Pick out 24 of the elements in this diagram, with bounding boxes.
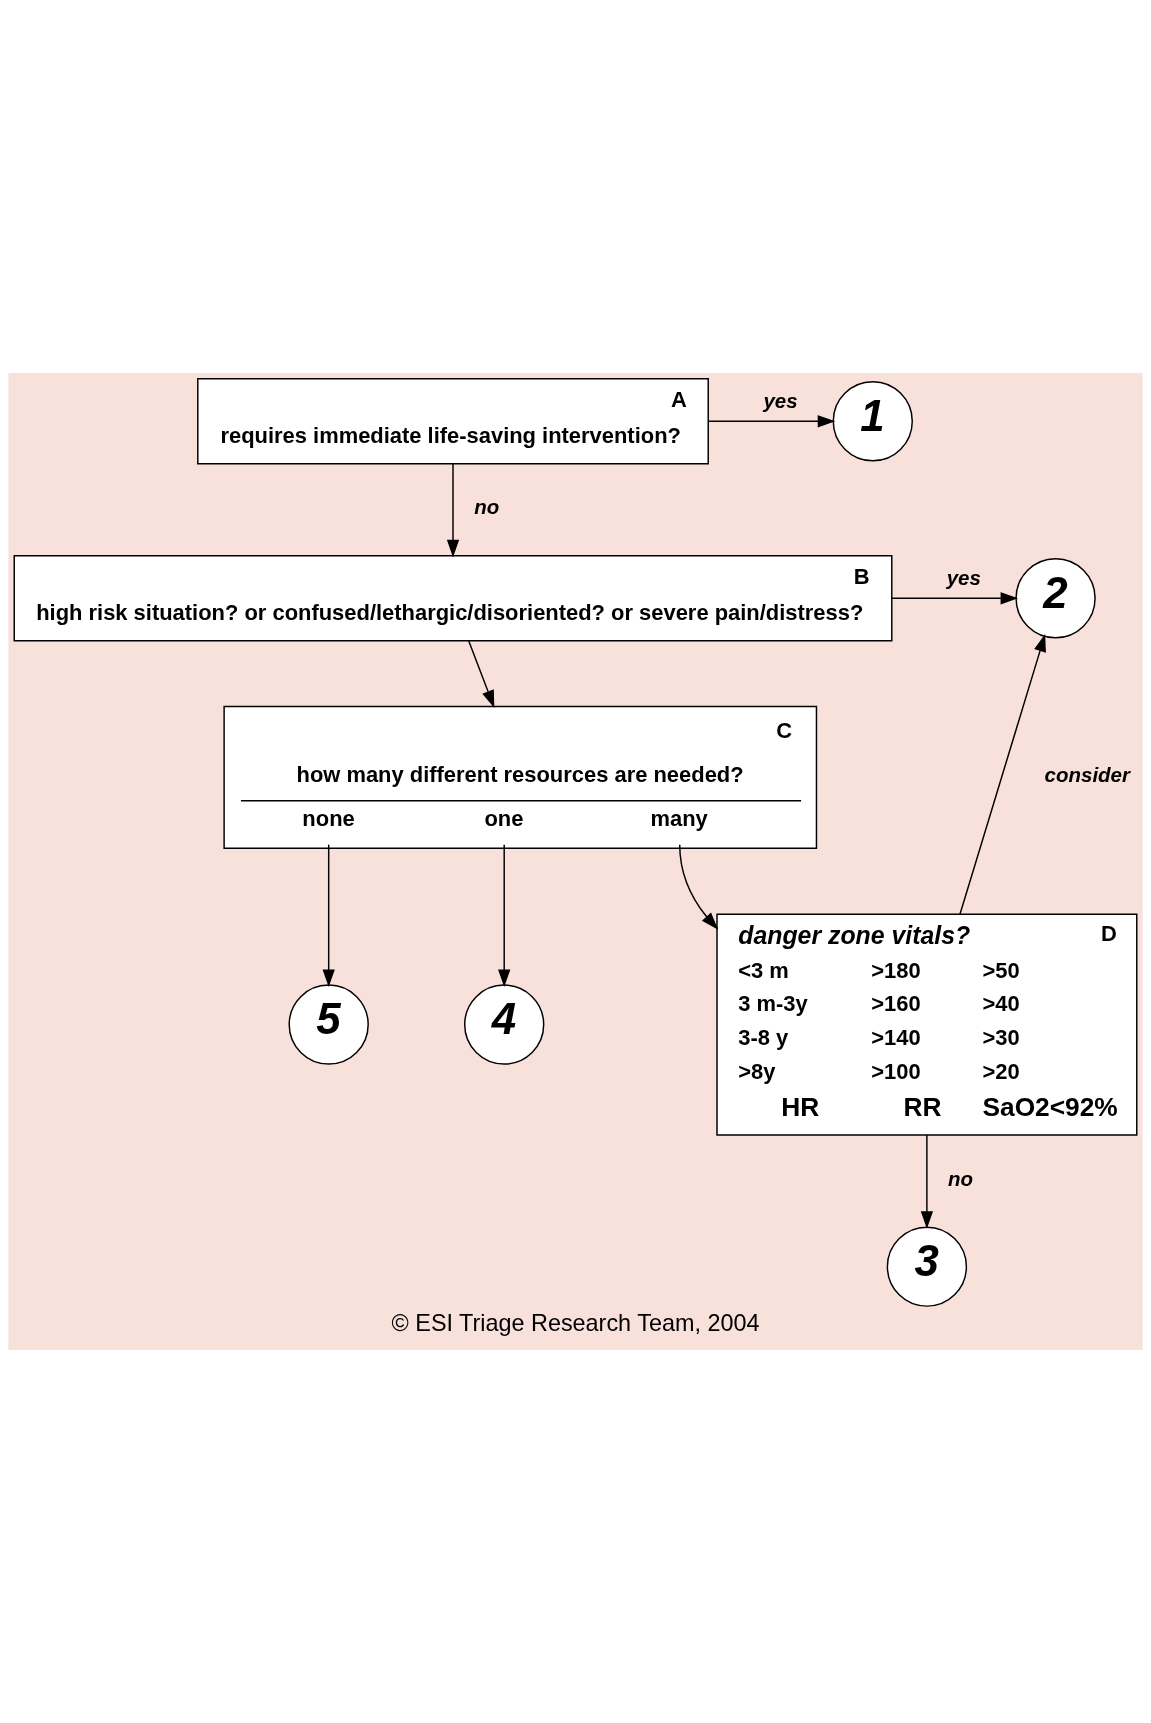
caption: © ESI Triage Research Team, 2004 (391, 1309, 760, 1336)
arrow (322, 843, 335, 988)
node-circle: 1 (832, 381, 913, 462)
node-box: A requires immediate life-saving intervention? (197, 378, 709, 465)
node-box: danger zone vitals? D <3 m >180 >50 3 m-3y >160 >40 3-8 y >140 >30 >8y >100 >20 HR RR SaO2<92% (716, 913, 1138, 1136)
edge-label: consider (1044, 763, 1130, 787)
edge-label: yes (763, 388, 798, 412)
edge-label: no (948, 1166, 974, 1190)
arrow (959, 634, 1046, 915)
arrow (446, 463, 460, 558)
node-circle: 3 (886, 1226, 968, 1307)
node-circle: 2 (1015, 558, 1096, 639)
edge-label: yes (946, 565, 981, 589)
arrow (468, 640, 495, 708)
edge-label: no (474, 495, 500, 519)
arrow (679, 843, 719, 930)
arrow (707, 415, 836, 428)
node-circle: 4 (463, 984, 545, 1065)
arrow (920, 1134, 934, 1229)
node-circle: 5 (288, 984, 369, 1065)
arrow (498, 843, 511, 988)
arrow (891, 592, 1019, 605)
node-box: B high risk situation? or confused/lethargic/disoriented? or severe pain/distress? (13, 555, 893, 642)
node-box: C how many different resources are needed? none one many (223, 705, 818, 850)
